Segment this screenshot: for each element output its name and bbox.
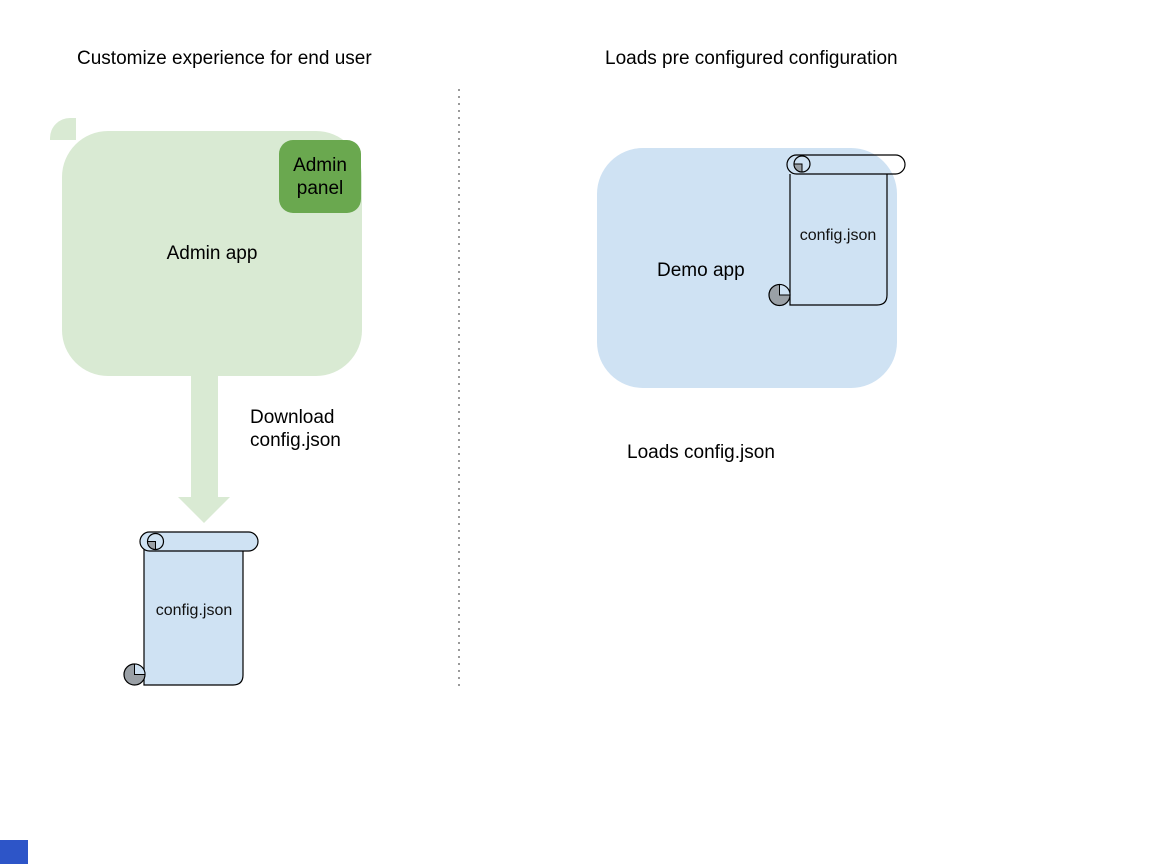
demo-app-label: Demo app xyxy=(657,260,745,281)
admin-app-label: Admin app xyxy=(166,243,258,264)
scroll-top-curl xyxy=(146,532,165,551)
left-section-title: Customize experience for end user xyxy=(77,48,372,69)
loads-config-caption: Loads config.json xyxy=(627,442,775,463)
config-json-label-left: config.json xyxy=(155,602,233,619)
admin-panel-box: Admin panel xyxy=(279,140,361,213)
admin-panel-label: Admin panel xyxy=(293,154,347,199)
scroll-top-curl-shade xyxy=(146,541,156,551)
scroll-top-roll xyxy=(139,531,259,552)
scroll-bottom-curl-notch xyxy=(134,663,146,675)
demo-app-box xyxy=(597,148,897,388)
download-config-caption: Download config.json xyxy=(250,407,341,451)
right-section-title: Loads pre configured configuration xyxy=(605,48,898,69)
download-arrow xyxy=(178,374,230,523)
admin-app-ghost-corner xyxy=(50,118,76,140)
config-json-label-right: config.json xyxy=(799,227,877,244)
scroll-bottom-curl xyxy=(123,663,146,686)
corner-blue-rectangle xyxy=(0,840,28,864)
